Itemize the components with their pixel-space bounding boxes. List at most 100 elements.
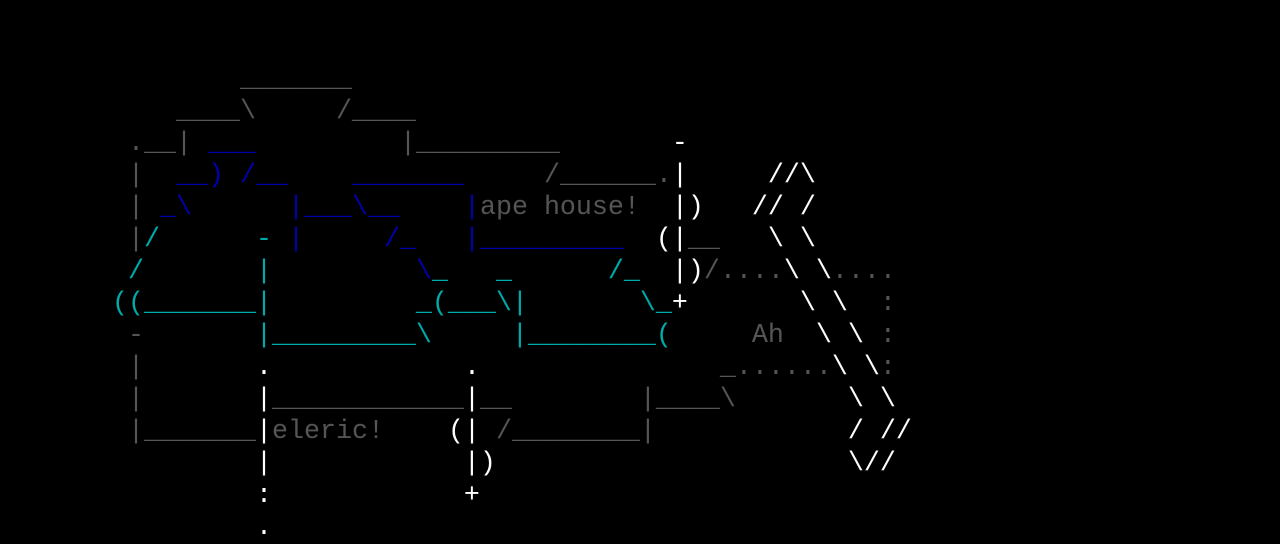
screen-row-0 xyxy=(0,0,1280,32)
map-glyphs: |_________ xyxy=(399,129,560,159)
map-glyphs xyxy=(0,193,128,223)
map-glyphs xyxy=(0,353,128,383)
map-glyphs xyxy=(272,257,416,287)
map-glyphs: /________| xyxy=(495,417,656,447)
map-glyphs: . xyxy=(255,353,272,383)
map-glyphs xyxy=(688,289,800,319)
map-glyphs xyxy=(464,161,544,191)
map-glyphs: //\ xyxy=(767,161,816,191)
map-glyphs: |) xyxy=(463,449,496,479)
map-glyphs: ____\ xyxy=(175,97,256,127)
map-glyphs: /_ xyxy=(383,225,416,255)
map-glyphs: |____\ xyxy=(639,385,736,415)
map-glyphs xyxy=(144,385,256,415)
map-glyphs xyxy=(528,289,640,319)
map-glyphs: _ xyxy=(431,257,448,287)
map-glyphs: /____ xyxy=(335,97,416,127)
map-glyphs: _ xyxy=(495,257,512,287)
map-glyphs: : xyxy=(255,481,272,511)
map-glyphs xyxy=(848,353,864,383)
map-glyphs: /__ xyxy=(239,161,288,191)
map-glyphs xyxy=(272,353,464,383)
map-glyphs xyxy=(0,449,256,479)
map-glyphs: | xyxy=(255,449,272,479)
map-glyphs: : xyxy=(879,353,896,383)
map-glyphs: | xyxy=(127,353,144,383)
map-glyphs: : xyxy=(879,321,896,351)
screen-row-14: | |) \// xyxy=(0,448,1280,480)
map-glyphs: (| xyxy=(447,417,480,447)
map-glyphs xyxy=(192,193,288,223)
map-glyphs xyxy=(672,321,752,351)
map-glyphs: / xyxy=(847,417,864,447)
map-glyphs: \ xyxy=(879,385,896,415)
map-glyphs xyxy=(624,225,656,255)
map-glyphs xyxy=(0,513,256,543)
map-glyphs xyxy=(848,289,880,319)
map-glyphs xyxy=(512,385,640,415)
map-glyphs: - xyxy=(255,225,272,255)
screen-row-5: | __) /__ _______ /______.| //\ xyxy=(0,160,1280,192)
map-glyphs: \ xyxy=(831,353,848,383)
map-glyphs xyxy=(0,225,128,255)
map-glyphs: |) xyxy=(671,257,704,287)
map-glyphs: _______ xyxy=(239,65,352,95)
map-glyphs xyxy=(272,481,464,511)
map-glyphs xyxy=(144,353,256,383)
map-glyphs: \ xyxy=(847,321,864,351)
map-glyphs xyxy=(864,385,880,415)
map-glyphs: / xyxy=(127,257,144,287)
map-glyphs xyxy=(704,193,752,223)
map-glyphs: \ xyxy=(815,257,832,287)
map-glyphs: \ xyxy=(831,289,848,319)
map-glyphs: + xyxy=(671,289,688,319)
map-glyphs xyxy=(0,129,128,159)
message-text: ape house! xyxy=(479,193,640,223)
map-glyphs: _...... xyxy=(719,353,832,383)
screen-row-16: . xyxy=(0,512,1280,544)
map-glyphs: | xyxy=(127,193,144,223)
map-glyphs xyxy=(800,257,816,287)
map-glyphs xyxy=(272,289,416,319)
map-glyphs: / xyxy=(799,193,816,223)
map-glyphs: | xyxy=(463,385,480,415)
map-glyphs: __) xyxy=(175,161,224,191)
screen-row-1 xyxy=(0,32,1280,64)
map-glyphs: /______. xyxy=(543,161,672,191)
map-glyphs xyxy=(192,129,208,159)
map-glyphs: /.... xyxy=(703,257,784,287)
screen-row-12: | |____________|__ |____\ \ \ xyxy=(0,384,1280,416)
map-glyphs xyxy=(272,449,464,479)
map-glyphs xyxy=(400,193,464,223)
map-glyphs: \// xyxy=(847,449,896,479)
map-glyphs: // xyxy=(751,193,784,223)
map-glyphs xyxy=(736,385,848,415)
map-glyphs xyxy=(384,417,448,447)
map-glyphs xyxy=(480,353,720,383)
map-glyphs xyxy=(0,385,128,415)
map-glyphs: |) xyxy=(671,193,704,223)
map-glyphs: __ xyxy=(687,225,720,255)
map-glyphs: __ xyxy=(479,385,512,415)
map-glyphs: .__| xyxy=(127,129,192,159)
screen-row-6: | _\ |___\__ |ape house! |) // / xyxy=(0,192,1280,224)
map-glyphs: | xyxy=(287,225,304,255)
map-glyphs xyxy=(480,417,496,447)
map-glyphs: _(___\| xyxy=(415,289,528,319)
map-glyphs: \ xyxy=(863,353,880,383)
map-glyphs: _\ xyxy=(159,193,192,223)
map-glyphs xyxy=(640,193,672,223)
message-text: Ah xyxy=(751,321,784,351)
map-glyphs xyxy=(256,97,336,127)
map-glyphs: \ xyxy=(799,225,816,255)
map-glyphs xyxy=(144,321,256,351)
map-glyphs xyxy=(288,161,352,191)
map-glyphs: |___\__ xyxy=(287,193,400,223)
map-glyphs xyxy=(0,257,128,287)
map-glyphs xyxy=(496,449,848,479)
map-glyphs xyxy=(0,97,176,127)
map-glyphs xyxy=(784,193,800,223)
map-glyphs: - xyxy=(127,321,144,351)
map-glyphs xyxy=(512,257,608,287)
map-glyphs xyxy=(0,65,240,95)
